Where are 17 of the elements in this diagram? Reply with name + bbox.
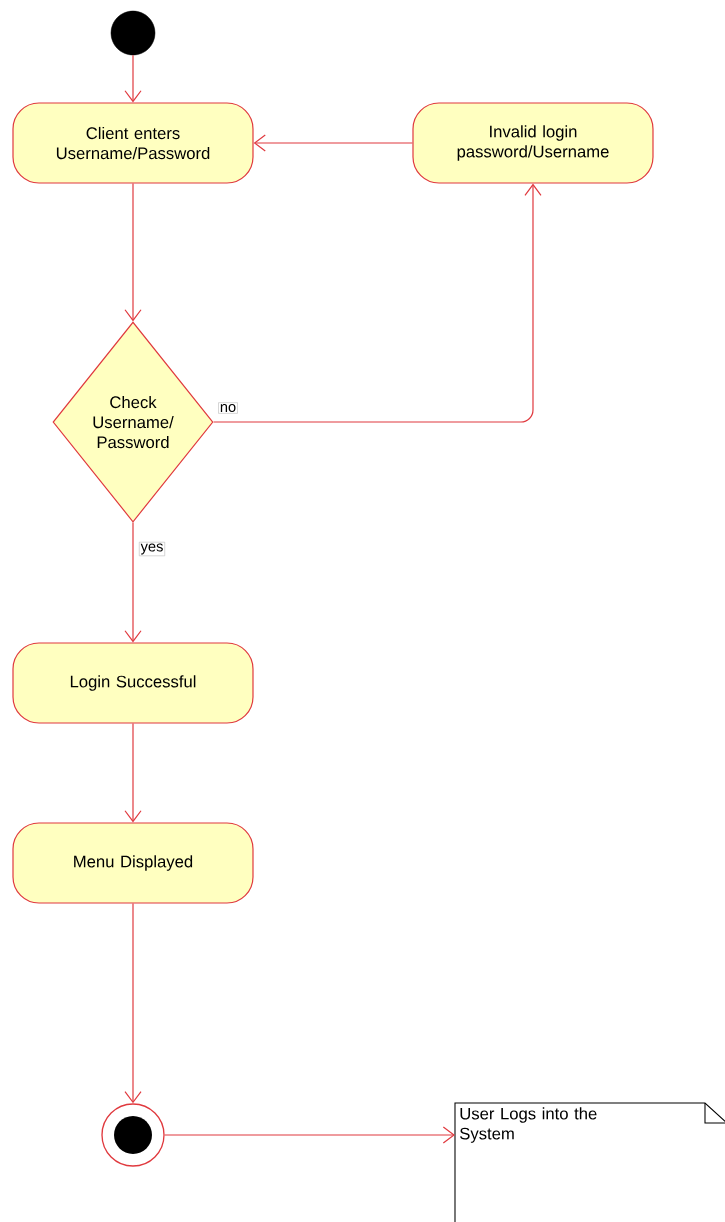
- arrow: [124, 183, 142, 322]
- note-box: User Logs into the System: [454, 1102, 725, 1222]
- arrow: [124, 522, 142, 643]
- arrow: [164, 1126, 455, 1144]
- arrow: [124, 723, 142, 823]
- action-box: Menu Displayed: [12, 822, 254, 904]
- action-box: Client enters Username/Password: [12, 102, 254, 184]
- arrow: [213, 183, 542, 423]
- end-node: [101, 1103, 165, 1167]
- arrow: [124, 903, 142, 1104]
- action-box: Login Successful: [12, 642, 254, 724]
- arrow: [124, 54, 142, 103]
- edge-label: no: [218, 402, 238, 414]
- edge-label: yes: [139, 541, 165, 557]
- action-box: Invalid login password/Username: [412, 102, 654, 184]
- start-node: [110, 10, 156, 56]
- arrow: [253, 134, 413, 152]
